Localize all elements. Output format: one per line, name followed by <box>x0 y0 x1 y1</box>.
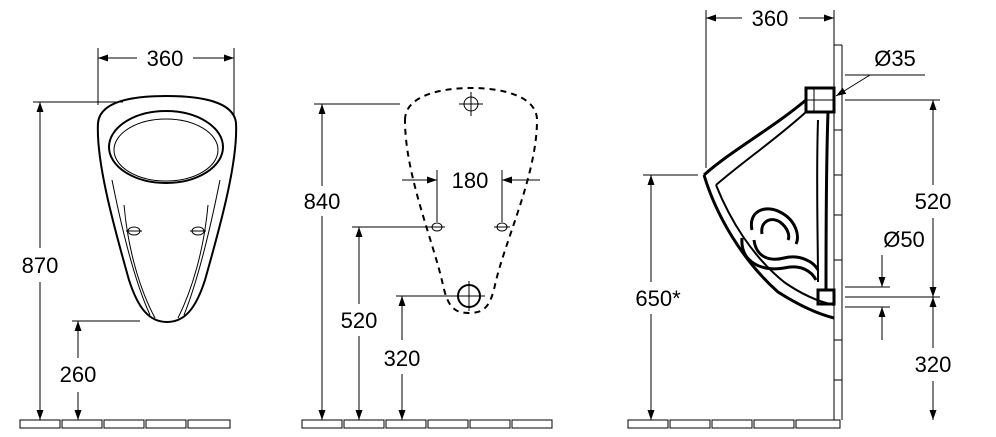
hole-spacing-dimension: 180 <box>402 168 540 222</box>
top-hole-height-label: 840 <box>304 189 341 214</box>
outlet-diameter-label: Ø50 <box>883 227 925 252</box>
front-width-label: 360 <box>147 46 184 71</box>
urinal-front-outline <box>96 94 238 324</box>
width-dimension-front: 360 <box>97 46 235 115</box>
side-hole-left <box>429 222 445 232</box>
outlet-height-dimension-mounting: 320 <box>384 295 455 420</box>
mounting-view: 180 840 520 320 <box>301 86 553 429</box>
front-view: 360 870 260 <box>19 46 238 429</box>
inlet-diameter-callout: Ø35 <box>835 46 925 97</box>
inlet-to-outlet-dimension: 520 <box>845 99 952 298</box>
top-hole <box>459 92 483 116</box>
floor-tiles-mounting <box>301 419 553 429</box>
top-hole-height-dimension: 840 <box>304 103 400 420</box>
outlet-diameter-dimension: Ø50 <box>845 227 925 340</box>
inlet-to-outlet-label: 520 <box>915 189 952 214</box>
side-holes-height-label: 520 <box>341 308 378 333</box>
fixing-hole-left <box>126 226 142 236</box>
mounting-template-outline <box>403 86 539 315</box>
side-view: 360 Ø35 520 Ø50 650* <box>627 6 952 429</box>
mounting-outlet-label: 320 <box>384 346 421 371</box>
fixing-hole-right <box>190 226 206 236</box>
side-hole-right <box>494 222 510 232</box>
hole-spacing-label: 180 <box>452 168 489 193</box>
rim-height-dimension: 650* <box>635 174 698 420</box>
inlet-diameter-label: Ø35 <box>874 46 916 71</box>
front-outlet-label: 260 <box>60 362 97 387</box>
side-outlet-label: 320 <box>915 352 952 377</box>
depth-dimension-side: 360 <box>705 6 835 168</box>
front-height-label: 870 <box>22 253 59 278</box>
floor-tiles-side <box>627 419 841 429</box>
outlet-hole <box>453 281 485 311</box>
rim-height-label: 650* <box>635 286 681 311</box>
urinal-side-section <box>702 86 836 320</box>
outlet-dimension-front: 260 <box>60 320 140 420</box>
side-holes-height-dimension: 520 <box>341 226 430 420</box>
side-depth-label: 360 <box>752 6 789 31</box>
floor-tiles-front <box>19 419 231 429</box>
outlet-height-dimension-side: 320 <box>915 297 952 420</box>
height-dimension-front: 870 <box>22 101 123 420</box>
